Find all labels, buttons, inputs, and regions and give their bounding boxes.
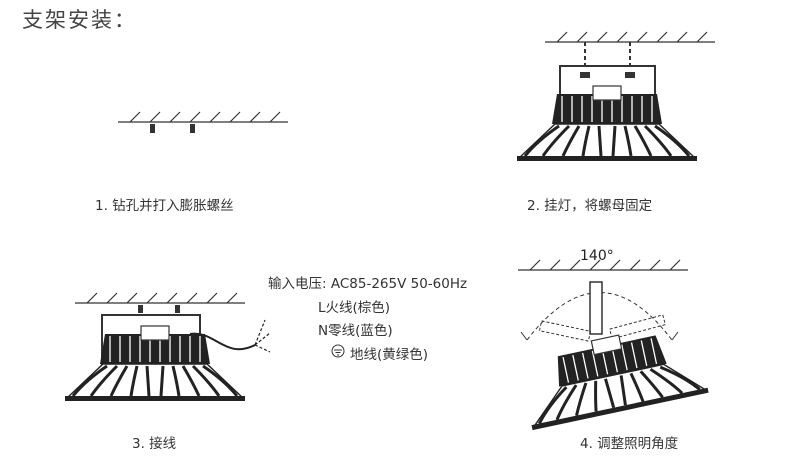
- step2-caption: 2. 挂灯，将螺母固定: [527, 198, 653, 214]
- step4-tilted-lamp: [515, 259, 711, 432]
- step4-caption: 4. 调整照明角度: [580, 436, 679, 452]
- ground-wire-label: 地线(黄绿色): [350, 347, 429, 363]
- angle-label: 140°: [580, 248, 614, 264]
- live-wire-label: L火线(棕色): [318, 300, 391, 316]
- step2-hanging-lamp: [515, 31, 716, 163]
- page-title: 支架安装：: [22, 8, 137, 32]
- step1-ceiling: [117, 111, 289, 133]
- input-voltage-label: 输入电压: AC85-265V 50-60Hz: [268, 276, 468, 292]
- step3-caption: 3. 接线: [132, 436, 177, 452]
- step3-wiring-lamp: [63, 292, 345, 403]
- neutral-wire-label: N零线(蓝色): [318, 323, 393, 339]
- step1-caption: 1. 钻孔并打入膨胀螺丝: [95, 198, 234, 214]
